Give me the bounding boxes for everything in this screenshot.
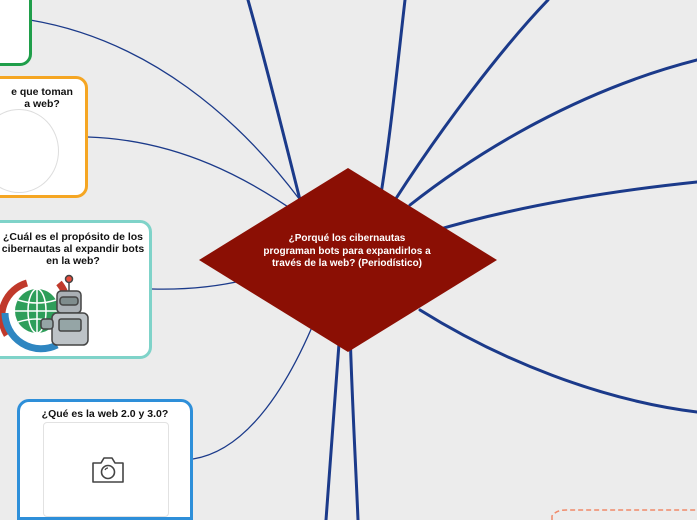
connector-right-1 [408,58,697,207]
branch-node-4-image-placeholder [43,422,169,517]
branch-node-2-title: e que toman a web? [11,86,73,110]
connector-right-2 [428,180,697,234]
connector-group [246,0,697,520]
connector-bottom-1 [324,328,342,520]
connector-bottom-2 [348,328,360,520]
globe-robot-icon [0,274,89,353]
branch-node-2[interactable]: e que toman a web? [0,76,88,198]
thin-connector-group [29,19,316,460]
connector-top-1 [246,0,302,202]
connector-node-2 [87,136,301,216]
branch-node-1[interactable] [0,0,32,66]
central-topic-shape[interactable] [199,168,497,352]
connector-right-3 [418,308,697,414]
connector-node-1 [29,19,301,201]
branch-node-3[interactable]: ¿Cuál es el propósito de los cibernautas… [0,220,152,359]
connector-top-3 [393,0,550,202]
branch-node-3-title: ¿Cuál es el propósito de los cibernautas… [1,231,145,267]
central-topic-label: ¿Porqué los cibernautas programan bots p… [263,233,431,269]
camera-icon [92,457,124,483]
connector-node-3 [151,279,246,290]
dashed-node-outline[interactable] [551,509,697,520]
branch-node-4[interactable]: ¿Qué es la web 2.0 y 3.0? [17,399,193,520]
branch-node-2-image-placeholder [0,109,59,193]
connector-top-2 [378,0,407,202]
connector-node-4 [192,319,316,460]
branch-node-4-title: ¿Qué es la web 2.0 y 3.0? [41,408,169,420]
